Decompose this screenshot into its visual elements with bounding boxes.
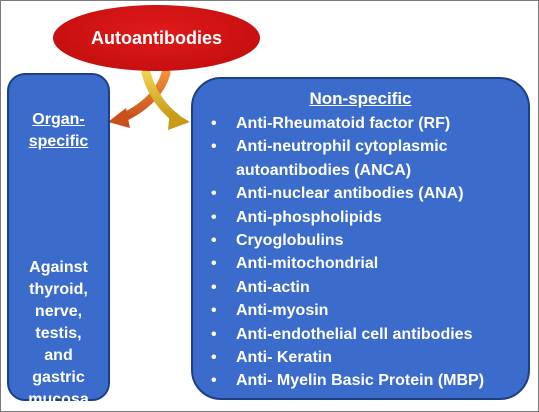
bullet-icon: • (211, 349, 217, 367)
non-specific-box: Non-specific • Anti-Rheumatoid factor (RF… (191, 77, 530, 400)
list-item-label: Anti- Myelin Basic Protein (MBP) (236, 372, 485, 390)
non-specific-heading: Non-specific (309, 89, 412, 108)
organ-specific-heading-line: specific (28, 133, 89, 150)
list-item-label: Anti-actin (236, 278, 310, 296)
organ-specific-line: Against (29, 259, 88, 276)
non-specific-list: • Anti-Rheumatoid factor (RF) • Anti-neutr… (211, 112, 526, 393)
list-item-label: Anti- Keratin (236, 349, 332, 367)
list-item-label: Anti-neutrophil cytoplasmic autoantibodi… (236, 138, 448, 179)
list-item-label: Cryoglobulins (236, 232, 344, 250)
list-item-label: Anti-endothelial cell antibodies (236, 325, 473, 343)
list-item: • Anti-phospholipids (211, 206, 526, 229)
list-item: • Anti-mitochondrial (211, 252, 526, 275)
bullet-icon: • (211, 185, 217, 203)
bullet-icon: • (211, 115, 217, 132)
list-item-label: Anti-nuclear antibodies (ANA) (236, 185, 464, 203)
list-item-label: Anti-myosin (236, 302, 329, 320)
bullet-icon: • (211, 232, 217, 250)
bullet-icon: • (211, 255, 217, 273)
autoantibodies-node: Autoantibodies (53, 5, 260, 71)
organ-specific-heading: Organ- specific (9, 109, 108, 153)
list-item-label: Anti-Rheumatoid factor (RF) (236, 115, 451, 132)
list-item-label: Anti-phospholipids (236, 208, 382, 226)
bullet-icon: • (211, 138, 217, 156)
organ-specific-line: thyroid, (29, 281, 88, 298)
list-item: • Anti- Myelin Basic Protein (MBP) (211, 369, 526, 392)
organ-specific-heading-line: Organ- (32, 111, 85, 128)
arrow-to-non-specific (141, 68, 190, 130)
list-item: • Anti-nuclear antibodies (ANA) (211, 182, 526, 205)
organ-specific-line: nerve, (34, 303, 83, 320)
list-item: • Cryoglobulins (211, 229, 526, 252)
list-item: • Anti- Keratin (211, 346, 526, 369)
bullet-icon: • (211, 372, 217, 390)
organ-specific-line: testis, (35, 325, 82, 342)
bullet-icon: • (211, 325, 217, 343)
organ-specific-line: and (44, 347, 73, 364)
list-item: • Anti-actin (211, 276, 526, 299)
list-item: • Anti-neutrophil cytoplasmic autoantibod… (211, 135, 526, 182)
bullet-icon: • (211, 302, 217, 320)
bullet-icon: • (211, 208, 217, 226)
bullet-icon: • (211, 278, 217, 296)
autoantibodies-label: Autoantibodies (91, 27, 222, 48)
organ-specific-box: Organ- specific Against thyroid, nerve, … (7, 73, 110, 408)
organ-specific-line: mucosa (28, 391, 89, 408)
list-item-label: Anti-mitochondrial (236, 255, 379, 273)
organ-specific-body: Against thyroid, nerve, testis, and gast… (9, 257, 108, 411)
list-item: • Anti-myosin (211, 299, 526, 322)
organ-specific-line: gastric (32, 369, 85, 386)
list-item: • Anti-endothelial cell antibodies (211, 323, 526, 346)
arrow-to-organ-specific (108, 68, 171, 128)
list-item: • Anti-Rheumatoid factor (RF) (211, 112, 526, 135)
